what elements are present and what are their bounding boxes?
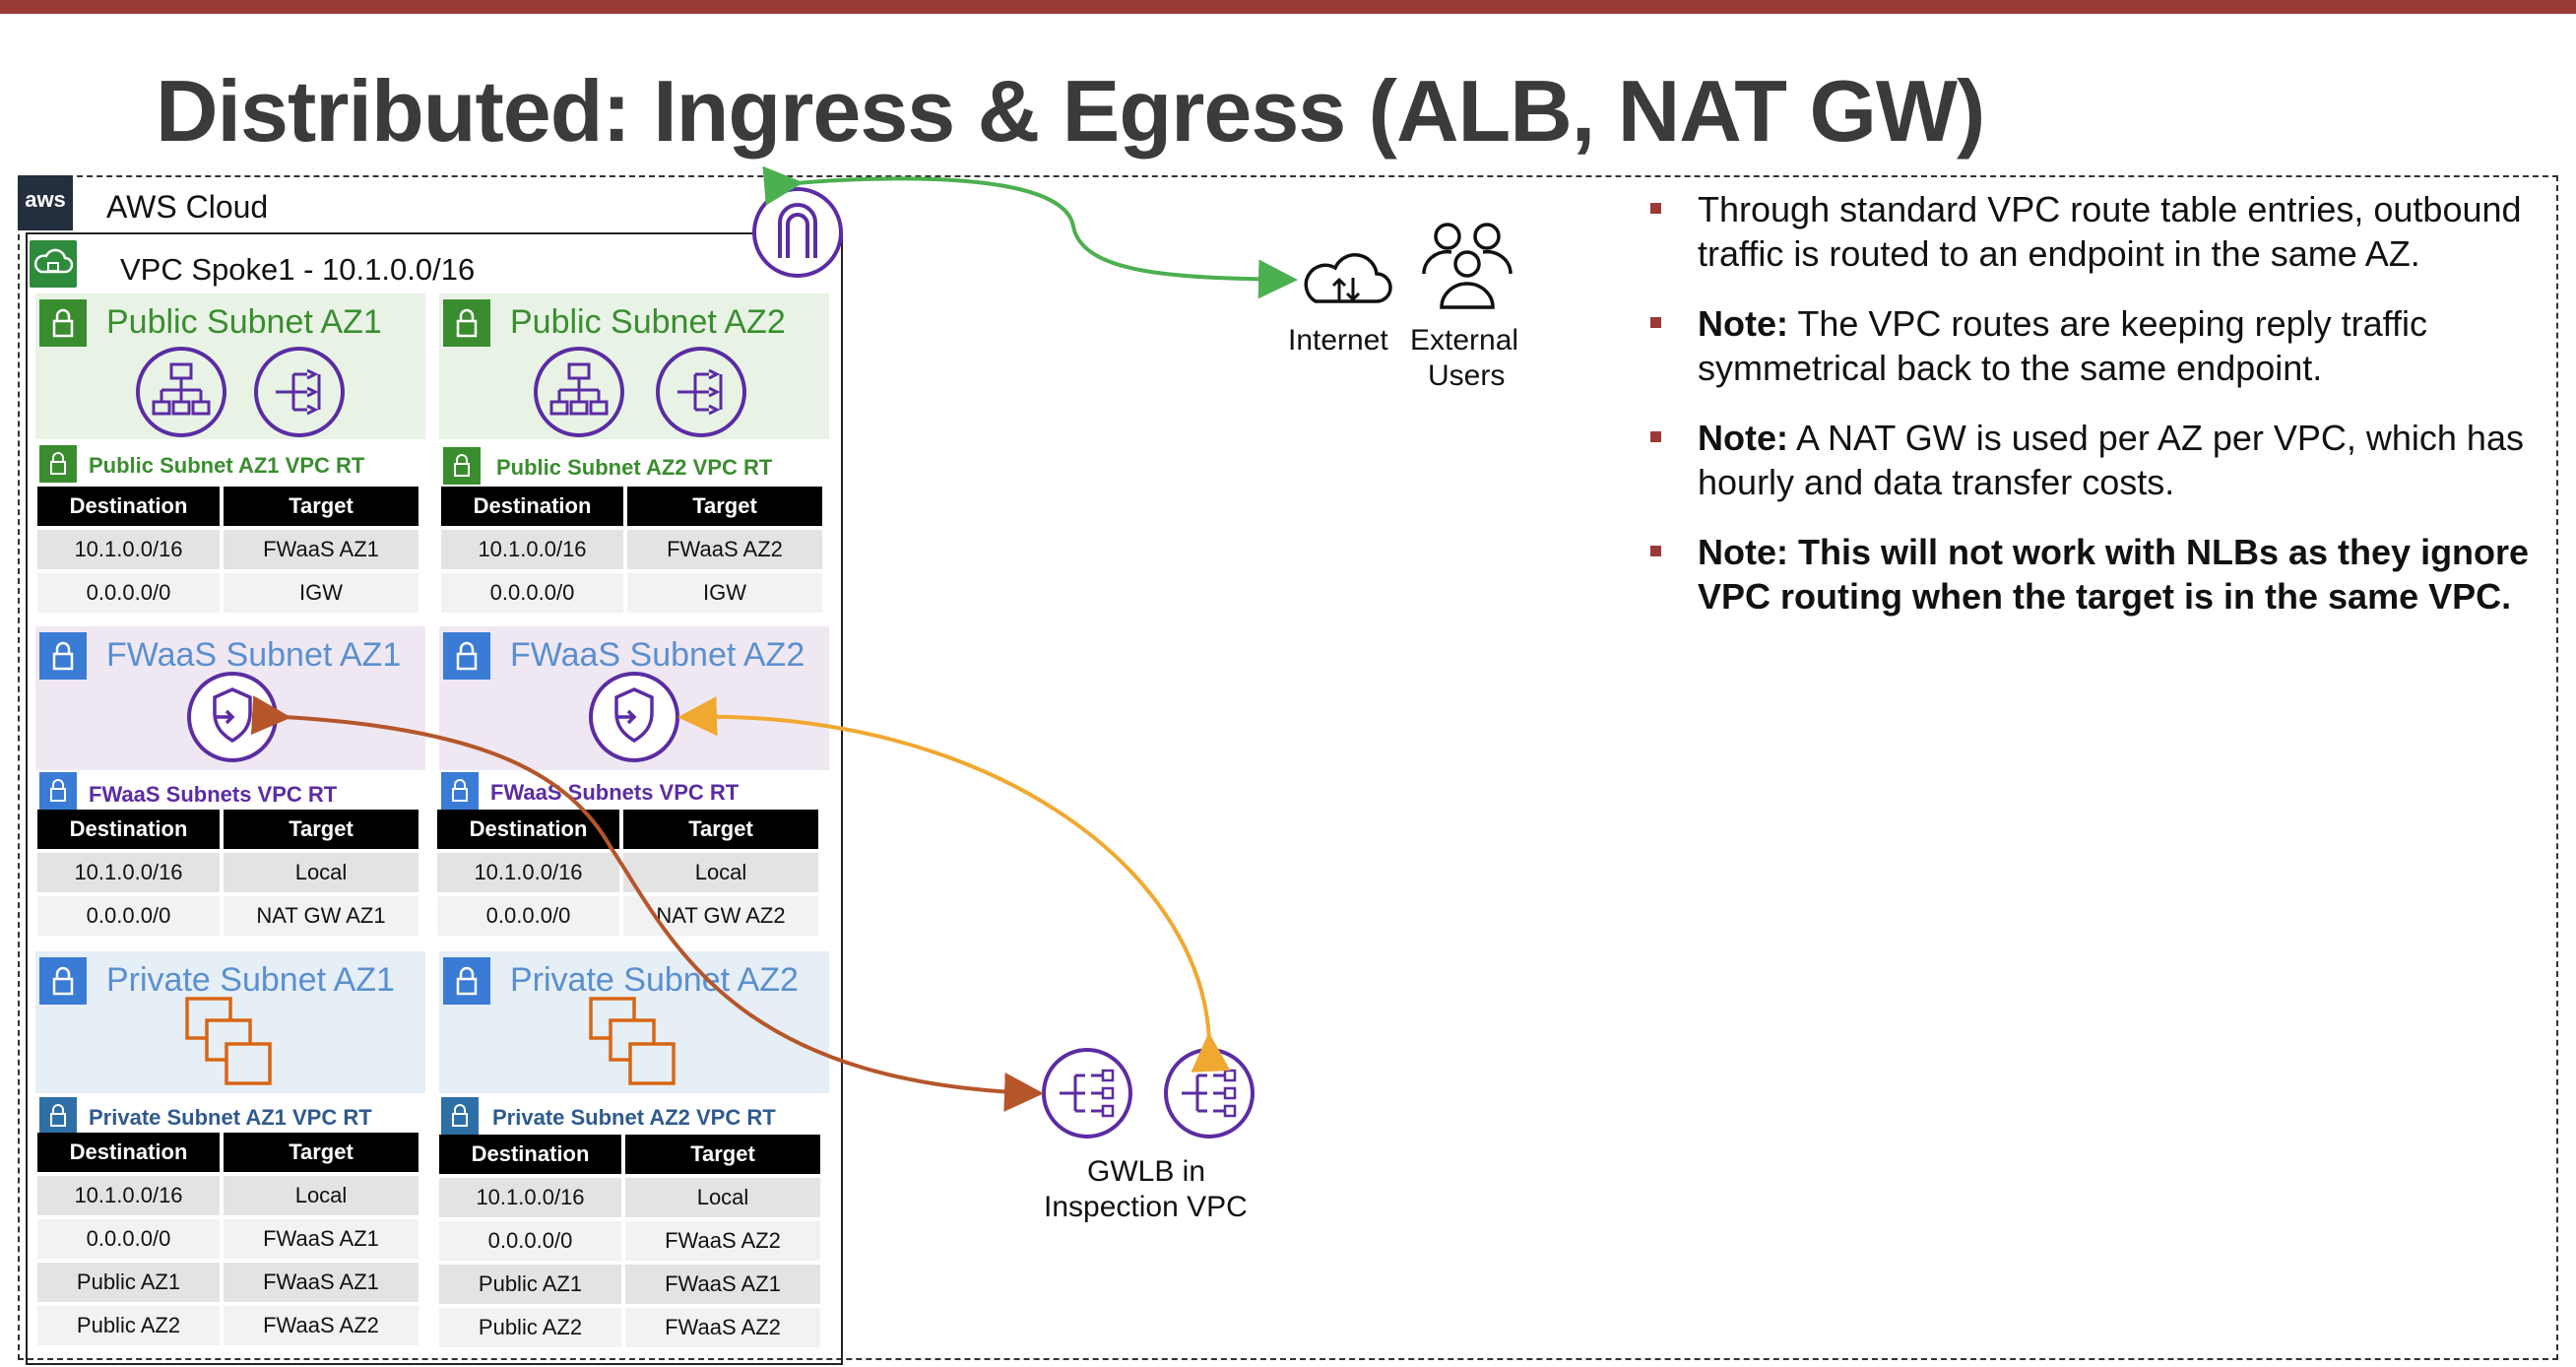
route-table-title: Public Subnet AZ1 VPC RT [89, 453, 365, 478]
external-users-icon [1422, 223, 1513, 309]
lock-icon [443, 632, 490, 680]
lock-icon [39, 632, 87, 680]
table-cell: FWaaS AZ2 [625, 1221, 820, 1261]
column-header: Destination [441, 487, 623, 526]
route-table-lock-icon [39, 1097, 77, 1135]
route-table-lock-icon [39, 445, 77, 483]
notes-list: Through standard VPC route table entries… [1646, 187, 2533, 644]
bullet-square-icon [1650, 203, 1661, 214]
external-users-label-line1: External [1410, 324, 1519, 357]
list-item: Note: A NAT GW is used per AZ per VPC, w… [1646, 416, 2533, 504]
subnet-name: Public Subnet AZ2 [510, 303, 786, 341]
table-cell: 0.0.0.0/0 [441, 573, 623, 613]
bullet-square-icon [1650, 546, 1661, 556]
subnet-name: FWaaS Subnet AZ2 [510, 636, 805, 674]
table-cell: FWaaS AZ1 [224, 1219, 419, 1259]
nat-gateway-icon [656, 347, 746, 437]
table-cell: 0.0.0.0/0 [37, 1219, 220, 1259]
fwaas-az1-to-gwlb-arrow [250, 695, 1044, 1112]
subnet-name: FWaaS Subnet AZ1 [106, 636, 402, 674]
internet-cloud-icon [1304, 253, 1392, 303]
table-cell: 0.0.0.0/0 [439, 1221, 621, 1261]
table-cell: FWaaS AZ2 [627, 530, 822, 569]
column-header: Target [625, 1135, 820, 1174]
table-cell: IGW [224, 573, 419, 613]
nat-gateway-icon [254, 347, 345, 437]
table-cell: IGW [627, 573, 822, 613]
lock-icon [39, 299, 87, 347]
column-header: Destination [37, 1133, 220, 1172]
lock-icon [443, 299, 490, 347]
route-table-lock-icon [39, 772, 77, 810]
gwlb-label-line1: GWLB in [1087, 1155, 1206, 1188]
gwlb-to-fwaas-az2-arrow [677, 696, 1231, 1073]
table-cell: Public AZ2 [37, 1306, 220, 1345]
alb-icon [136, 347, 226, 437]
vpc-cloud-icon [30, 240, 77, 288]
aws-cloud-label: AWS Cloud [106, 189, 269, 225]
table-cell: 10.1.0.0/16 [37, 1176, 220, 1215]
page-title: Distributed: Ingress & Egress (ALB, NAT … [156, 62, 1985, 160]
bullet-square-icon [1650, 431, 1661, 442]
column-header: Destination [439, 1135, 621, 1174]
route-table-title: Public Subnet AZ2 VPC RT [496, 455, 773, 480]
gwlb-label-line2: Inspection VPC [1044, 1191, 1248, 1223]
internet-to-igw-arrow [762, 165, 1298, 299]
column-header: Target [224, 1133, 419, 1172]
table-cell: 10.1.0.0/16 [37, 853, 220, 892]
column-header: Target [627, 487, 822, 526]
table-cell: 10.1.0.0/16 [441, 530, 623, 569]
bullet-square-icon [1650, 317, 1661, 328]
table-cell: 0.0.0.0/0 [37, 896, 220, 936]
table-cell: Public AZ1 [439, 1265, 621, 1304]
table-cell: FWaaS AZ2 [224, 1306, 419, 1345]
table-cell: Public AZ2 [439, 1308, 621, 1347]
list-item: Through standard VPC route table entries… [1646, 187, 2533, 276]
table-cell: FWaaS AZ1 [224, 530, 419, 569]
table-cell: FWaaS AZ2 [625, 1308, 820, 1347]
table-cell: 0.0.0.0/0 [37, 573, 220, 613]
internet-label: Internet [1288, 324, 1388, 357]
alb-icon [534, 347, 624, 437]
public-subnet-az2: Public Subnet AZ2 [439, 293, 829, 439]
table-cell: 10.1.0.0/16 [439, 1178, 621, 1217]
table-cell: Local [625, 1178, 820, 1217]
column-header: Destination [37, 487, 220, 526]
column-header: Target [224, 487, 419, 526]
table-cell: 10.1.0.0/16 [37, 530, 220, 569]
table-cell: FWaaS AZ1 [625, 1265, 820, 1304]
table-cell: Public AZ1 [37, 1263, 220, 1302]
column-header: Destination [37, 810, 220, 849]
top-accent-bar [0, 0, 2576, 14]
list-item: Note: This will not work with NLBs as th… [1646, 530, 2533, 618]
route-table-lock-icon [443, 447, 481, 485]
vpc-label: VPC Spoke1 - 10.1.0.0/16 [120, 252, 476, 287]
table-cell: Local [224, 1176, 419, 1215]
public-subnet-az1: Public Subnet AZ1 [35, 293, 425, 439]
external-users-label-line2: Users [1428, 359, 1506, 392]
subnet-name: Public Subnet AZ1 [106, 303, 382, 341]
list-item: Note: The VPC routes are keeping reply t… [1646, 301, 2533, 390]
aws-logo-icon: aws [18, 175, 73, 230]
table-cell: FWaaS AZ1 [224, 1263, 419, 1302]
lock-icon [39, 957, 87, 1005]
